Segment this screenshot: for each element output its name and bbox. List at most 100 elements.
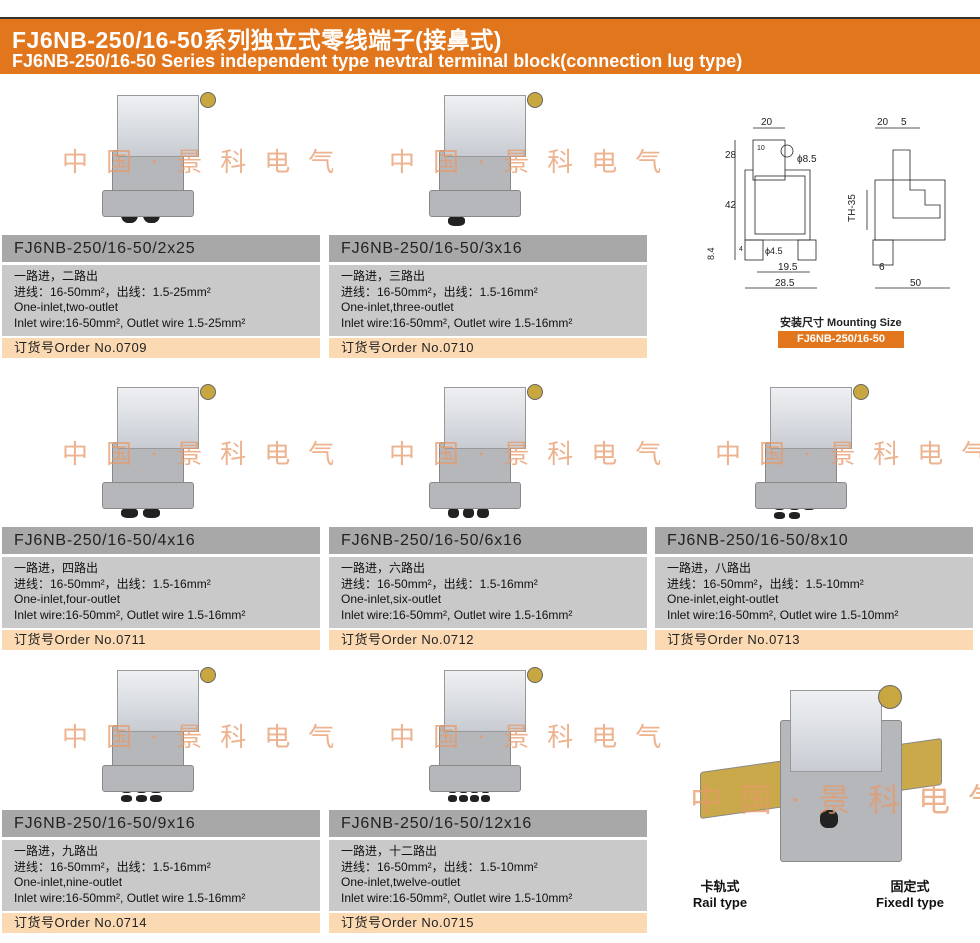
- dim-label: 20: [877, 117, 889, 128]
- order-number: 订货号Order No.0709: [2, 338, 320, 358]
- product-spec: 一路进，六路出 进线：16-50mm²，出线：1.5-16mm² One-inl…: [329, 557, 647, 628]
- wire-hole: [135, 795, 147, 802]
- dim-label: 5: [901, 117, 907, 128]
- wire-hole: [820, 810, 838, 828]
- fixed-type-cn: 固定式: [890, 879, 930, 894]
- product-spec: 一路进，四路出 进线：16-50mm²，出线：1.5-16mm² One-inl…: [2, 557, 320, 628]
- dim-label: TH-35: [847, 194, 858, 222]
- desc-en: One-inlet,four-outlet: [14, 592, 121, 606]
- desc-en: One-inlet,two-outlet: [14, 300, 119, 314]
- product-image: 中国·景科电气: [2, 80, 334, 230]
- product-model: FJ6NB-250/16-50/4x16: [2, 527, 320, 554]
- wire-hole: [788, 512, 800, 519]
- wire-en: Inlet wire:16-50mm², Outlet wire 1.5-16m…: [14, 890, 246, 905]
- transparent-cover: [444, 387, 526, 449]
- screw-icon: [200, 384, 216, 400]
- mounting-feet: [102, 765, 194, 792]
- wire-hole: [459, 795, 468, 802]
- wire-cn: 进线：16-50mm²，出线：1.5-16mm²: [14, 576, 211, 591]
- wire-en: Inlet wire:16-50mm², Outlet wire 1.5-16m…: [341, 607, 573, 622]
- transparent-cover: [117, 95, 199, 157]
- watermark: 中国·景科电气: [62, 148, 353, 178]
- mounting-model-badge: FJ6NB-250/16-50: [778, 331, 904, 348]
- order-number: 订货号Order No.0710: [329, 338, 647, 358]
- desc-en: One-inlet,three-outlet: [341, 300, 454, 314]
- mounting-feet: [429, 190, 521, 217]
- wire-en: Inlet wire:16-50mm², Outlet wire 1.5-10m…: [667, 607, 899, 622]
- mounting-drawing: 20 10 28 ϕ8.5 42 8.4 4 ϕ4.5 19.5 28.5 20…: [706, 117, 950, 289]
- wire-hole: [448, 216, 465, 226]
- screw-icon: [853, 384, 869, 400]
- mounting-feet: [429, 765, 521, 792]
- wire-cn: 进线：16-50mm²，出线：1.5-25mm²: [14, 284, 211, 299]
- wire-hole: [121, 508, 138, 518]
- transparent-cover: [770, 387, 852, 449]
- mounting-size-caption: 安装尺寸 Mounting Size: [780, 317, 902, 329]
- watermark: 中国·景科电气: [62, 440, 353, 470]
- wire-cn: 进线：16-50mm²，出线：1.5-10mm²: [667, 576, 864, 591]
- transparent-cover: [117, 387, 199, 449]
- order-number: 订货号Order No.0715: [329, 913, 647, 933]
- terminal-cover: [790, 690, 882, 772]
- watermark: 中国·景科电气: [715, 440, 980, 470]
- wire-hole: [448, 508, 460, 518]
- product-model: FJ6NB-250/16-50/6x16: [329, 527, 647, 554]
- mounting-feet: [755, 482, 847, 509]
- watermark: 中国·景科电气: [389, 440, 680, 470]
- wire-hole: [121, 795, 133, 802]
- title-banner: FJ6NB-250/16-50系列独立式零线端子(接鼻式) FJ6NB-250/…: [0, 17, 980, 74]
- fixed-type-en: Fixedl type: [876, 895, 944, 910]
- product-model: FJ6NB-250/16-50/12x16: [329, 810, 647, 837]
- transparent-cover: [444, 95, 526, 157]
- product-model: FJ6NB-250/16-50/9x16: [2, 810, 320, 837]
- watermark: 中国·景科电气: [62, 723, 353, 753]
- product-model: FJ6NB-250/16-50/3x16: [329, 235, 647, 262]
- transparent-cover: [444, 670, 526, 732]
- desc-cn: 一路进，六路出: [341, 561, 426, 575]
- product-spec: 一路进，二路出 进线：16-50mm²，出线：1.5-25mm² One-inl…: [2, 265, 320, 336]
- desc-en: One-inlet,six-outlet: [341, 592, 442, 606]
- transparent-cover: [117, 670, 199, 732]
- wire-cn: 进线：16-50mm²，出线：1.5-16mm²: [341, 284, 538, 299]
- desc-cn: 一路进，三路出: [341, 269, 426, 283]
- dim-label: 10: [757, 145, 765, 152]
- title-en: FJ6NB-250/16-50 Series independent type …: [12, 51, 743, 71]
- screw-icon: [527, 667, 543, 683]
- desc-en: One-inlet,nine-outlet: [14, 875, 123, 889]
- dim-label: 4: [739, 246, 743, 253]
- dim-label: 6: [879, 262, 885, 273]
- wire-en: Inlet wire:16-50mm², Outlet wire 1.5-25m…: [14, 315, 246, 330]
- order-number: 订货号Order No.0714: [2, 913, 320, 933]
- title-cn: FJ6NB-250/16-50系列独立式零线端子(接鼻式): [12, 27, 502, 53]
- dim-label: 28: [725, 150, 737, 161]
- desc-cn: 一路进，二路出: [14, 269, 99, 283]
- mounting-feet: [429, 482, 521, 509]
- product-spec: 一路进，十二路出 进线：16-50mm²，出线：1.5-10mm² One-in…: [329, 840, 647, 911]
- desc-cn: 一路进，十二路出: [341, 844, 438, 858]
- order-number: 订货号Order No.0713: [655, 630, 973, 650]
- dim-label: 8.4: [706, 247, 716, 260]
- wire-hole: [470, 795, 479, 802]
- dim-label: 20: [761, 117, 773, 128]
- wire-hole: [477, 508, 489, 518]
- dim-label: ϕ8.5: [797, 154, 817, 165]
- rail-type-en: Rail type: [692, 895, 748, 910]
- mounting-feet: [102, 190, 194, 217]
- product-model: FJ6NB-250/16-50/2x25: [2, 235, 320, 262]
- wire-cn: 进线：16-50mm²，出线：1.5-16mm²: [341, 576, 538, 591]
- desc-cn: 一路进，四路出: [14, 561, 99, 575]
- screw-icon: [878, 685, 902, 709]
- watermark: 中国·景科电气: [690, 781, 980, 819]
- screw-icon: [527, 384, 543, 400]
- desc-en: One-inlet,twelve-outlet: [341, 875, 461, 889]
- product-image: 中国·景科电气: [2, 372, 334, 522]
- product-model: FJ6NB-250/16-50/8x10: [655, 527, 973, 554]
- product-spec: 一路进，九路出 进线：16-50mm²，出线：1.5-16mm² One-inl…: [2, 840, 320, 911]
- wire-cn: 进线：16-50mm²，出线：1.5-16mm²: [14, 859, 211, 874]
- wire-en: Inlet wire:16-50mm², Outlet wire 1.5-10m…: [341, 890, 573, 905]
- screw-icon: [200, 667, 216, 683]
- wire-en: Inlet wire:16-50mm², Outlet wire 1.5-16m…: [341, 315, 573, 330]
- product-image: 中国·景科电气: [655, 372, 980, 522]
